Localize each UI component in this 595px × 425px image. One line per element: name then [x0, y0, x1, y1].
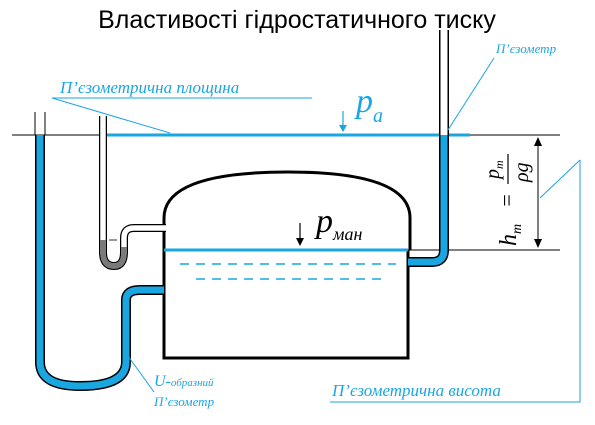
pa-arrow-head — [339, 125, 347, 132]
piezometric-plane-label: П’єзометрична площина — [59, 78, 239, 97]
small-manometer-outline — [99, 116, 166, 270]
right-piezometer-water — [408, 135, 448, 266]
tank-dome — [162, 170, 412, 250]
height-arrow-bottom — [534, 239, 542, 248]
right-piezometer-outline — [408, 30, 449, 267]
u-tube-water — [36, 135, 164, 390]
slide-title: Властивості гідростатичного тиску — [98, 6, 496, 34]
right-piezometer-label: П’єзометр — [495, 41, 557, 56]
u-tube-label-line1: U-образний — [154, 373, 214, 390]
mercury-fill — [100, 240, 127, 269]
svg-text:=: = — [494, 193, 519, 208]
small-manometer-tube — [100, 116, 166, 269]
u-tube-leader — [127, 355, 155, 393]
piezometric-height-label: П’єзометрична висота — [331, 381, 501, 400]
piezometric-height-leader — [330, 160, 581, 403]
pa-symbol: pa — [354, 83, 383, 127]
pman-arrow-head — [296, 238, 304, 246]
pman-symbol: pман — [314, 203, 362, 244]
svg-text:pm: pm — [482, 160, 506, 181]
height-arrow-top — [534, 137, 542, 146]
u-tube-label-line2: П’єзометр — [153, 394, 215, 409]
tank-body — [162, 250, 410, 360]
piezometric-plane-leader — [51, 97, 171, 134]
right-piezometer-leader — [447, 57, 495, 131]
svg-text:ρg: ρg — [511, 162, 533, 183]
svg-text:hm: hm — [496, 224, 525, 246]
piezometric-height-pointer — [539, 159, 581, 199]
height-formula: hm = pm ρg — [482, 154, 533, 246]
